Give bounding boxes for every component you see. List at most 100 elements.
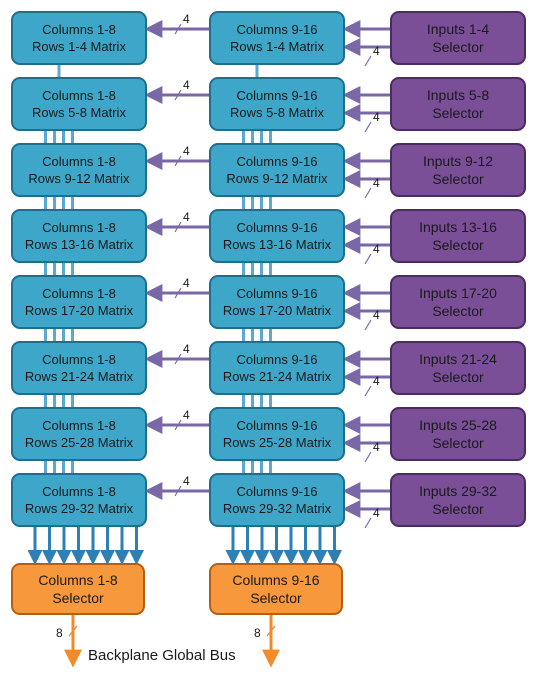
matrix-left-row-7-label-line-1: Columns 1-8 bbox=[42, 418, 116, 433]
input-selector-row-6-label-line-1: Inputs 21-24 bbox=[419, 351, 497, 367]
link-b-row-6-slash bbox=[364, 385, 372, 397]
link-a-row-7-width-label: 4 bbox=[183, 408, 190, 422]
matrix-right-row-6-label-line-2: Rows 21-24 Matrix bbox=[223, 369, 332, 384]
matrix-left-row-6-label-line-1: Columns 1-8 bbox=[42, 352, 116, 367]
global-bus-width-label-2: 8 bbox=[254, 626, 261, 640]
link-a-row-5-slash bbox=[174, 287, 182, 299]
link-a-row-8-width-label: 4 bbox=[183, 474, 190, 488]
link-a-row-2-slash bbox=[174, 89, 182, 101]
link-b-row-8-slash bbox=[364, 517, 372, 529]
link-a-row-4-slash bbox=[174, 221, 182, 233]
link-a-row-2-width-label: 4 bbox=[183, 78, 190, 92]
link-a-row-6-width-label: 4 bbox=[183, 342, 190, 356]
matrix-right-row-3-label-line-1: Columns 9-16 bbox=[237, 154, 318, 169]
input-selector-row-7-label-line-1: Inputs 25-28 bbox=[419, 417, 497, 433]
matrix-left-row-4-label-line-2: Rows 13-16 Matrix bbox=[25, 237, 134, 252]
input-selector-row-3-label-line-1: Inputs 9-12 bbox=[423, 153, 493, 169]
matrix-right-row-5-label-line-1: Columns 9-16 bbox=[237, 286, 318, 301]
matrix-right-row-8-label-line-1: Columns 9-16 bbox=[237, 484, 318, 499]
input-selector-row-2-label-line-1: Inputs 5-8 bbox=[427, 87, 489, 103]
matrix-right-row-5-label-line-2: Rows 17-20 Matrix bbox=[223, 303, 332, 318]
global-bus-slash-1 bbox=[68, 625, 78, 637]
matrix-left-row-2-label-line-2: Rows 5-8 Matrix bbox=[32, 105, 126, 120]
input-selector-row-8-label-line-2: Selector bbox=[432, 501, 484, 517]
matrix-right-row-4-label-line-2: Rows 13-16 Matrix bbox=[223, 237, 332, 252]
input-selector-row-2-label-line-2: Selector bbox=[432, 105, 484, 121]
block-layer bbox=[11, 11, 526, 615]
matrix-left-row-6-label-line-2: Rows 21-24 Matrix bbox=[25, 369, 134, 384]
matrix-right-row-4-label-line-1: Columns 9-16 bbox=[237, 220, 318, 235]
matrix-left-row-1-label-line-2: Rows 1-4 Matrix bbox=[32, 39, 126, 54]
link-b-row-1-width-label: 4 bbox=[373, 44, 380, 58]
link-a-row-1-width-label: 4 bbox=[183, 12, 190, 26]
link-a-row-5-width-label: 4 bbox=[183, 276, 190, 290]
matrix-left-row-5-label-line-2: Rows 17-20 Matrix bbox=[25, 303, 134, 318]
global-bus-width-label-1: 8 bbox=[56, 626, 63, 640]
input-selector-row-4-label-line-1: Inputs 13-16 bbox=[419, 219, 497, 235]
matrix-left-row-3-label-line-2: Rows 9-12 Matrix bbox=[28, 171, 130, 186]
link-b-row-8-width-label: 4 bbox=[373, 506, 380, 520]
matrix-left-row-5 bbox=[11, 275, 147, 329]
input-selector-row-5-label-line-2: Selector bbox=[432, 303, 484, 319]
input-selector-row-2 bbox=[390, 77, 526, 131]
column-selector-1-label-line-1: Columns 1-8 bbox=[38, 572, 118, 588]
link-b-row-5-width-label: 4 bbox=[373, 308, 380, 322]
matrix-right-row-1-label-line-1: Columns 9-16 bbox=[237, 22, 318, 37]
link-a-row-8-slash bbox=[174, 485, 182, 497]
link-b-row-4-slash bbox=[364, 253, 372, 265]
matrix-right-row-2-label-line-2: Rows 5-8 Matrix bbox=[230, 105, 324, 120]
link-b-row-2-slash bbox=[364, 121, 372, 133]
matrix-left-row-8-label-line-1: Columns 1-8 bbox=[42, 484, 116, 499]
link-b-row-7-width-label: 4 bbox=[373, 440, 380, 454]
input-selector-row-4-label-line-2: Selector bbox=[432, 237, 484, 253]
input-selector-row-7-label-line-2: Selector bbox=[432, 435, 484, 451]
link-b-row-3-width-label: 4 bbox=[373, 176, 380, 190]
input-selector-row-3 bbox=[390, 143, 526, 197]
matrix-right-row-8-label-line-2: Rows 29-32 Matrix bbox=[223, 501, 332, 516]
matrix-left-row-8-label-line-2: Rows 29-32 Matrix bbox=[25, 501, 134, 516]
matrix-right-row-8 bbox=[209, 473, 345, 527]
matrix-left-row-4-label-line-1: Columns 1-8 bbox=[42, 220, 116, 235]
link-b-row-1-slash bbox=[364, 55, 372, 67]
input-selector-row-1 bbox=[390, 11, 526, 65]
connector-layer bbox=[27, 20, 391, 668]
input-selector-row-8 bbox=[390, 473, 526, 527]
matrix-right-row-4 bbox=[209, 209, 345, 263]
link-a-row-3-width-label: 4 bbox=[183, 144, 190, 158]
input-selector-row-3-label-line-2: Selector bbox=[432, 171, 484, 187]
matrix-left-row-3 bbox=[11, 143, 147, 197]
matrix-right-row-3-label-line-2: Rows 9-12 Matrix bbox=[226, 171, 328, 186]
column-selector-2-label-line-2: Selector bbox=[250, 590, 302, 606]
matrix-right-row-1 bbox=[209, 11, 345, 65]
backplane-bus-label: Backplane Global Bus bbox=[88, 647, 236, 664]
input-selector-row-4 bbox=[390, 209, 526, 263]
link-a-row-6-slash bbox=[174, 353, 182, 365]
matrix-left-row-3-label-line-1: Columns 1-8 bbox=[42, 154, 116, 169]
column-selector-1 bbox=[11, 563, 145, 615]
input-selector-row-1-label-line-2: Selector bbox=[432, 39, 484, 55]
link-a-row-1-slash bbox=[174, 23, 182, 35]
matrix-left-row-4 bbox=[11, 209, 147, 263]
link-b-row-6-width-label: 4 bbox=[373, 374, 380, 388]
link-b-row-3-slash bbox=[364, 187, 372, 199]
matrix-left-row-5-label-line-1: Columns 1-8 bbox=[42, 286, 116, 301]
matrix-right-row-7-label-line-2: Rows 25-28 Matrix bbox=[223, 435, 332, 450]
matrix-right-row-2-label-line-1: Columns 9-16 bbox=[237, 88, 318, 103]
input-selector-row-1-label-line-1: Inputs 1-4 bbox=[427, 21, 489, 37]
column-selector-1-label-line-2: Selector bbox=[52, 590, 104, 606]
matrix-right-row-1-label-line-2: Rows 1-4 Matrix bbox=[230, 39, 324, 54]
matrix-right-row-6 bbox=[209, 341, 345, 395]
matrix-right-row-2 bbox=[209, 77, 345, 131]
global-bus-slash-2 bbox=[266, 625, 276, 637]
matrix-left-row-1-label-line-1: Columns 1-8 bbox=[42, 22, 116, 37]
input-selector-row-6-label-line-2: Selector bbox=[432, 369, 484, 385]
link-a-row-3-slash bbox=[174, 155, 182, 167]
input-selector-row-6 bbox=[390, 341, 526, 395]
link-b-row-2-width-label: 4 bbox=[373, 110, 380, 124]
link-a-row-7-slash bbox=[174, 419, 182, 431]
matrix-right-row-7 bbox=[209, 407, 345, 461]
matrix-right-row-6-label-line-1: Columns 9-16 bbox=[237, 352, 318, 367]
link-b-row-7-slash bbox=[364, 451, 372, 463]
